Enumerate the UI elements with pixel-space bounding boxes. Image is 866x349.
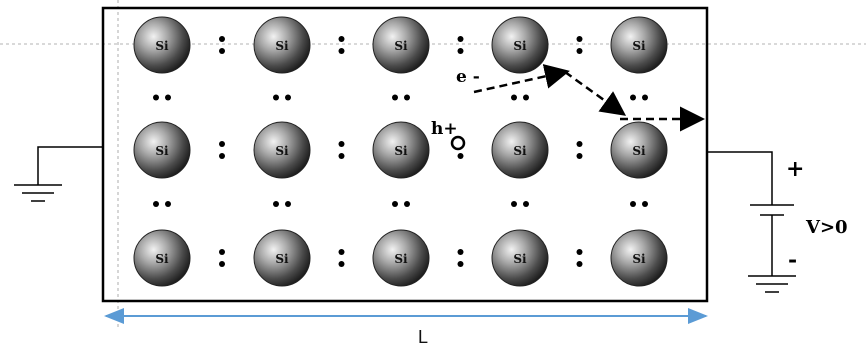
si-atom: Si	[491, 121, 549, 179]
covalent-bond-dots	[338, 249, 345, 267]
covalent-bond-dots	[511, 94, 529, 101]
covalent-bond-dots	[392, 94, 410, 101]
battery-plus-label: +	[786, 156, 804, 182]
covalent-bond-dots	[511, 201, 529, 207]
si-atom-label: Si	[632, 39, 646, 53]
covalent-bond-dots	[576, 36, 583, 54]
covalent-bond-dots	[338, 141, 345, 159]
hole-marker	[450, 135, 466, 151]
covalent-bond-dots	[392, 201, 410, 207]
covalent-bond-dots	[630, 94, 648, 101]
si-atom: Si	[610, 121, 668, 179]
si-atom-label: Si	[155, 252, 169, 266]
si-atom-label: Si	[155, 39, 169, 53]
si-atom-label: Si	[394, 144, 408, 158]
covalent-bond-dots	[576, 141, 583, 159]
si-atom: Si	[491, 16, 549, 74]
si-atom-label: Si	[394, 252, 408, 266]
covalent-bond-dots	[457, 249, 464, 267]
si-atom-label: Si	[513, 39, 527, 53]
si-atom: Si	[610, 229, 668, 287]
si-atom-label: Si	[513, 252, 527, 266]
battery-circuit	[707, 151, 796, 293]
si-atom-label: Si	[513, 144, 527, 158]
covalent-bond-dots	[457, 36, 464, 54]
covalent-bond-dots	[630, 201, 648, 207]
length-label: L	[418, 327, 428, 347]
battery-voltage-label: V>0	[805, 217, 848, 238]
covalent-bond-dots	[576, 249, 583, 267]
covalent-bond-dots	[153, 94, 171, 101]
si-atom: Si	[372, 16, 430, 74]
si-atom: Si	[133, 229, 191, 287]
covalent-bond-dots	[219, 141, 225, 159]
si-atom-label: Si	[632, 144, 646, 158]
covalent-bond-dots	[273, 94, 291, 101]
si-atom-label: Si	[275, 39, 289, 53]
si-atom: Si	[133, 16, 191, 74]
covalent-bond-dots	[219, 249, 225, 267]
si-atom: Si	[372, 121, 430, 179]
si-atom-label: Si	[155, 144, 169, 158]
covalent-bond-dots	[219, 36, 225, 54]
battery-minus-label: -	[788, 247, 797, 273]
si-atom: Si	[133, 121, 191, 179]
covalent-bond-dots	[338, 36, 345, 54]
si-atom-label: Si	[275, 252, 289, 266]
si-atom: Si	[372, 229, 430, 287]
si-atom-label: Si	[275, 144, 289, 158]
si-atom: Si	[253, 121, 311, 179]
si-atom: Si	[253, 16, 311, 74]
electron-path	[473, 64, 705, 132]
hole-label: h+	[431, 119, 458, 139]
si-atom-label: Si	[632, 252, 646, 266]
si-atom: Si	[491, 229, 549, 287]
si-atom-label: Si	[394, 39, 408, 53]
covalent-bond-dots	[273, 201, 291, 207]
ground-left	[14, 146, 103, 202]
crystal-block	[101, 6, 709, 303]
si-atom: Si	[253, 229, 311, 287]
electron-label: e -	[456, 67, 480, 87]
covalent-bond-dots	[153, 201, 171, 207]
si-atom: Si	[610, 16, 668, 74]
